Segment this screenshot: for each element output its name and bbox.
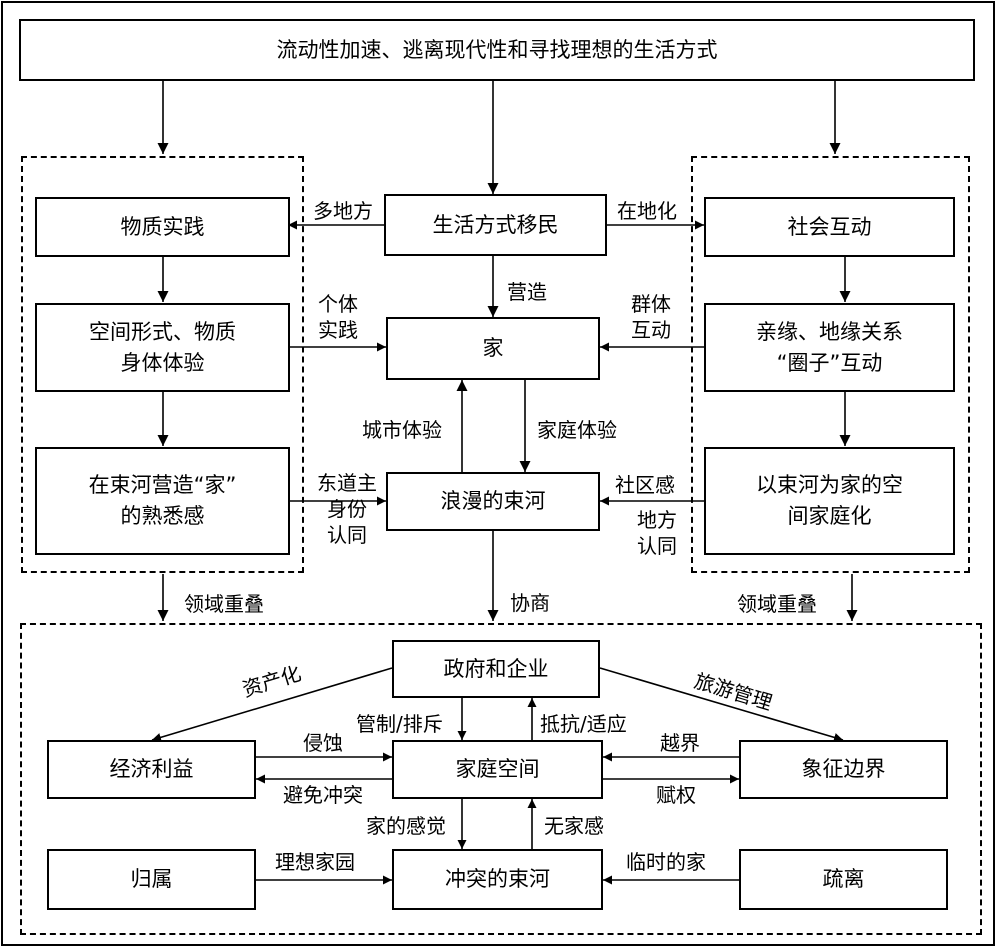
top-driver-label: 流动性加速、逃离现代性和寻找理想的生活方式 [276, 37, 718, 62]
belonging-box: 归属 [47, 849, 256, 910]
alienation-box: 疏离 [739, 849, 948, 910]
label-host-identity: 东道主 身份 认同 [317, 471, 377, 547]
label-avoid-conflict: 避免冲突 [283, 783, 363, 807]
spatial-form-box: 空间形式、物质 身体体验 [35, 303, 290, 392]
economic-interest-box: 经济利益 [47, 740, 256, 799]
domestic-space-box: 家庭空间 [392, 740, 603, 799]
top-driver-box: 流动性加速、逃离现代性和寻找理想的生活方式 [19, 19, 975, 81]
label-individual-practice: 个体 实践 [318, 292, 358, 342]
home-label: 家 [482, 336, 504, 360]
social-interaction-box: 社会互动 [704, 197, 955, 257]
label-ideal-home: 理想家园 [275, 850, 355, 874]
label-community-sense: 社区感 [615, 473, 675, 497]
spatial-form-label: 空间形式、物质 身体体验 [89, 319, 236, 375]
symbolic-boundary-box: 象征边界 [739, 740, 948, 799]
label-erosion: 侵蚀 [303, 731, 343, 755]
label-temporary-home: 临时的家 [626, 850, 706, 874]
label-domain-overlap-right: 领域重叠 [737, 592, 817, 616]
label-homelessness: 无家感 [544, 814, 604, 838]
label-control-exclude: 管制/排斥 [356, 712, 443, 736]
government-box: 政府和企业 [392, 640, 600, 698]
label-place-identity: 地方 认同 [637, 508, 677, 558]
label-multi-place: 多地方 [313, 199, 373, 223]
label-create: 营造 [507, 280, 547, 304]
economic-interest-label: 经济利益 [109, 757, 194, 781]
arrow-gov-to-economic [151, 667, 393, 742]
familiarity-label: 在束河营造“家” 的熟悉感 [88, 473, 237, 528]
negotiation-field-group [20, 623, 982, 935]
conflict-shuhe-label: 冲突的束河 [445, 867, 550, 891]
label-group-interaction: 群体 互动 [631, 292, 671, 342]
label-empower: 赋权 [656, 783, 696, 807]
kinship-label: 亲缘、地缘关系 “圈子”互动 [756, 319, 903, 375]
label-family-experience: 家庭体验 [537, 418, 617, 442]
kinship-box: 亲缘、地缘关系 “圈子”互动 [704, 303, 955, 392]
label-cross-boundary: 越界 [660, 731, 700, 755]
home-box: 家 [386, 317, 600, 380]
material-dimension-group [21, 156, 304, 573]
material-practice-label: 物质实践 [120, 214, 205, 239]
symbolic-boundary-label: 象征边界 [801, 757, 886, 781]
conflict-shuhe-box: 冲突的束河 [392, 849, 603, 910]
label-negotiate: 协商 [510, 591, 550, 615]
lifestyle-migrant-label: 生活方式移民 [432, 212, 559, 237]
belonging-label: 归属 [130, 867, 173, 891]
domestication-box: 以束河为家的空 间家庭化 [704, 447, 955, 555]
label-sense-of-home: 家的感觉 [366, 814, 446, 838]
label-urban-experience: 城市体验 [362, 418, 442, 442]
material-practice-box: 物质实践 [35, 197, 290, 257]
domestication-label: 以束河为家的空 间家庭化 [756, 473, 903, 528]
label-domain-overlap-left: 领域重叠 [184, 592, 264, 616]
romantic-shuhe-box: 浪漫的束河 [386, 472, 600, 531]
domestic-space-label: 家庭空间 [455, 757, 540, 781]
label-resist-adapt: 抵抗/适应 [540, 712, 627, 736]
arrow-gov-to-boundary [599, 667, 844, 742]
social-dimension-group [691, 156, 970, 573]
familiarity-box: 在束河营造“家” 的熟悉感 [35, 447, 290, 555]
government-label: 政府和企业 [443, 656, 549, 681]
label-localization: 在地化 [617, 199, 677, 223]
alienation-label: 疏离 [822, 867, 865, 891]
lifestyle-migrant-box: 生活方式移民 [384, 194, 607, 256]
romantic-shuhe-label: 浪漫的束河 [440, 489, 546, 513]
social-interaction-label: 社会互动 [787, 214, 872, 239]
